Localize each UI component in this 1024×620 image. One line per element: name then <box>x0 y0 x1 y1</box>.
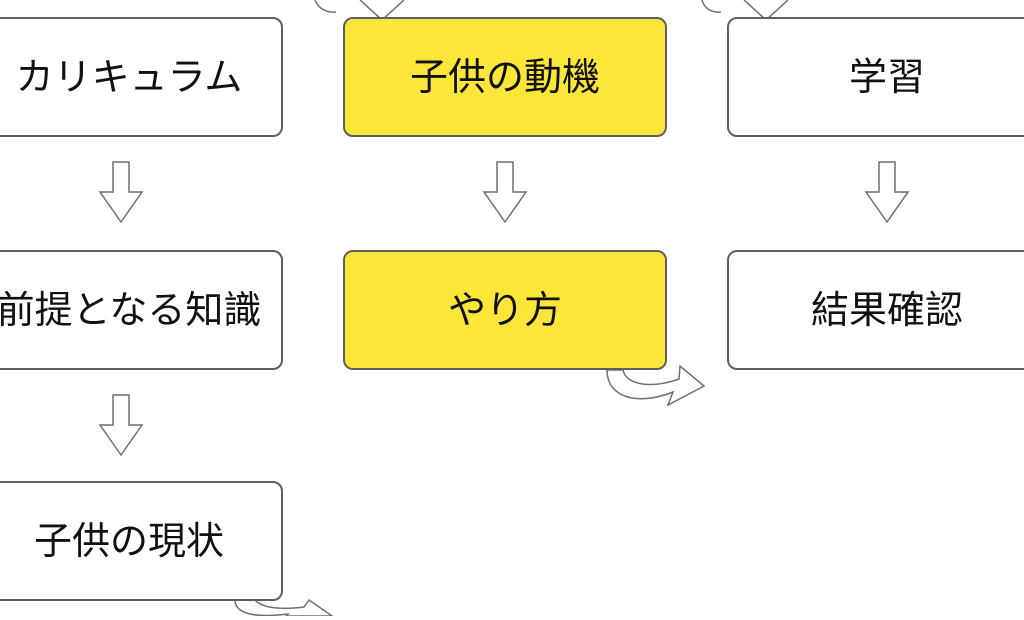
node-prerequisite-knowledge-label: 前提となる知識 <box>0 288 262 332</box>
node-child-current-state-label: 子供の現状 <box>33 519 224 563</box>
node-learning-label: 学習 <box>848 55 925 99</box>
node-curriculum: カリキュラム <box>0 17 283 137</box>
node-curriculum-label: カリキュラム <box>15 55 243 99</box>
node-learning: 学習 <box>727 17 1024 137</box>
node-method: やり方 <box>343 250 667 370</box>
down-arrow-learning-to-result-check <box>864 161 910 224</box>
down-arrow-motivation-to-method <box>482 161 528 224</box>
down-arrow-curriculum-to-prerequisite <box>98 161 144 224</box>
node-method-label: やり方 <box>447 288 562 332</box>
curved-arrow-current-state-to-next-column <box>234 598 335 617</box>
node-result-check-label: 結果確認 <box>810 288 963 332</box>
node-child-motivation: 子供の動機 <box>343 17 667 137</box>
down-arrow-prerequisite-to-current-state <box>98 394 144 457</box>
node-child-current-state: 子供の現状 <box>0 481 283 601</box>
node-result-check: 結果確認 <box>727 250 1024 370</box>
node-child-motivation-label: 子供の動機 <box>409 55 600 99</box>
node-prerequisite-knowledge: 前提となる知識 <box>0 250 283 370</box>
curved-arrow-method-to-next-column <box>606 364 706 407</box>
